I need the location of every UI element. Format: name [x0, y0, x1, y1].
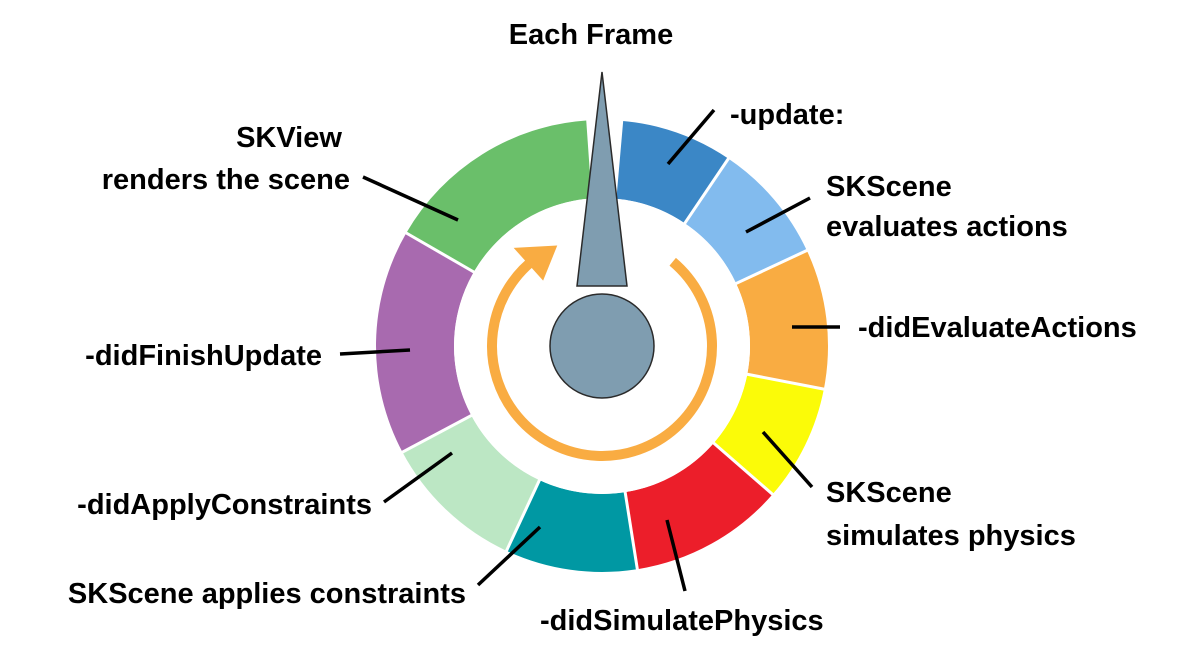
leader-did-simulate-physics — [665, 519, 687, 592]
label-update: -update: — [730, 99, 844, 131]
leader-update — [666, 108, 716, 166]
label-render-line-1: SKView — [236, 122, 342, 154]
cycle-arrow-arc — [487, 251, 717, 461]
ring-segment-simulate-physics — [713, 374, 824, 495]
ring-segment-did-evaluate-actions — [736, 250, 829, 390]
ring-separator — [623, 489, 640, 572]
label-did-finish-update: -didFinishUpdate — [85, 340, 322, 372]
label-did-apply-constraints: -didApplyConstraints — [77, 489, 372, 521]
label-simulate-physics-line-2: simulates physics — [826, 520, 1076, 552]
leader-apply-constraints — [476, 525, 542, 587]
ring-segment-apply-constraints — [506, 480, 638, 572]
ring-separator — [733, 248, 810, 286]
ring-segment-evaluate-actions — [684, 158, 807, 284]
ring-separator — [745, 372, 827, 391]
label-evaluate-actions: SKScene evaluates actions — [826, 171, 1068, 243]
label-simulate-physics-line-1: SKScene — [826, 477, 952, 509]
label-did-evaluate-actions: -didEvaluateActions — [858, 312, 1137, 344]
ring-segment-render — [406, 120, 592, 272]
ring-separator — [504, 477, 542, 554]
cycle-arrow — [487, 245, 717, 461]
hub-circle — [549, 293, 655, 399]
leader-did-finish-update — [339, 348, 411, 356]
label-did-simulate-physics: -didSimulatePhysics — [540, 605, 824, 637]
label-render-line-2: renders the scene — [102, 164, 350, 196]
ring-segment-update — [614, 120, 729, 224]
label-apply-constraints: SKScene applies constraints — [68, 578, 466, 610]
ring-separator — [399, 413, 474, 455]
frame-start-needle — [576, 71, 628, 287]
leader-lines — [339, 108, 840, 592]
frame-phase-ring — [376, 118, 829, 572]
label-evaluate-actions-line-2: evaluates actions — [826, 211, 1068, 243]
leader-evaluate-actions — [745, 196, 811, 234]
cycle-arrow-head — [513, 245, 558, 281]
ring-separator — [711, 440, 776, 497]
diagram-title: Each Frame — [509, 19, 673, 51]
leader-render — [362, 175, 459, 222]
ring-separator — [682, 156, 731, 226]
ring-segment-did-simulate-physics — [625, 443, 773, 570]
ring-segment-did-apply-constraints — [402, 415, 540, 551]
leader-simulate-physics — [761, 430, 814, 489]
ring-separator — [403, 230, 477, 275]
leader-did-apply-constraints — [382, 451, 454, 504]
ring-segment-did-finish-update — [376, 233, 474, 453]
label-render: SKView renders the scene — [102, 122, 350, 196]
label-evaluate-actions-line-1: SKScene — [826, 171, 952, 203]
label-simulate-physics: SKScene simulates physics — [826, 477, 1076, 552]
